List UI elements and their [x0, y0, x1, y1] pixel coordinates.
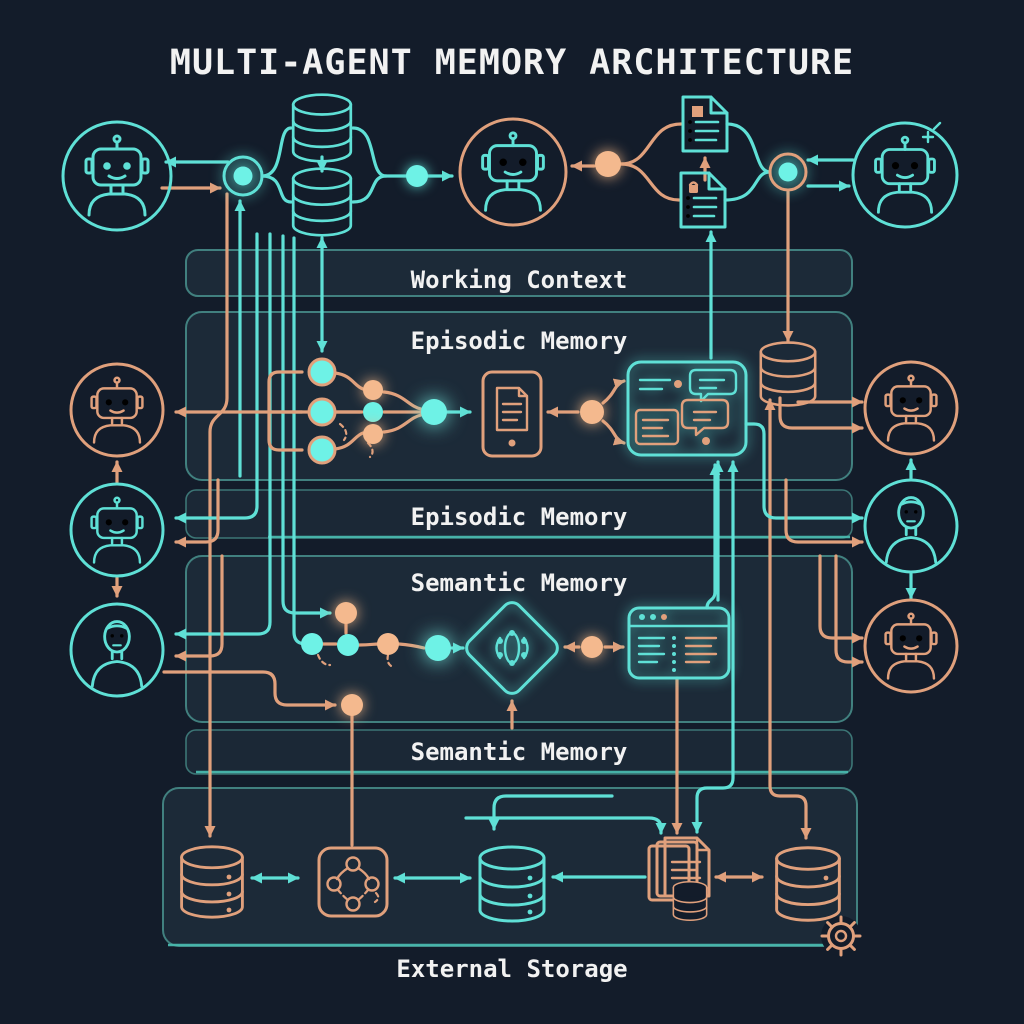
database-icon — [291, 93, 353, 163]
label-layer: MULTI-AGENT MEMORY ARCHITECTURE Working … — [170, 43, 854, 983]
external-storage-label: External Storage — [396, 955, 627, 983]
node-layer — [222, 151, 808, 716]
robot-avatar — [863, 360, 959, 456]
database-gear-icon — [775, 846, 862, 957]
robot-avatar — [863, 598, 959, 694]
memory-node-icon — [580, 400, 604, 424]
human-avatar — [863, 478, 959, 574]
sparkle-icon — [921, 121, 942, 144]
memory-node-icon — [581, 636, 603, 658]
document-icon — [679, 171, 727, 229]
memory-node-icon — [406, 165, 428, 187]
robot-icon — [874, 135, 936, 214]
database-icon — [180, 845, 244, 919]
database-icon — [672, 880, 708, 922]
robot-icon — [90, 376, 144, 444]
knowledge-diamond-icon — [465, 601, 559, 695]
gear-icon — [820, 915, 862, 957]
working-context-label: Working Context — [411, 266, 628, 294]
robot-avatar — [69, 362, 165, 458]
robot-icon — [90, 496, 144, 564]
semantic-memory-upper-label: Semantic Memory — [411, 569, 628, 597]
robot-icon — [481, 131, 545, 212]
robot-avatar — [458, 117, 568, 227]
robot-avatar — [61, 120, 173, 232]
diagram-title: MULTI-AGENT MEMORY ARCHITECTURE — [170, 43, 854, 83]
robot-icon — [884, 374, 938, 442]
memory-node-icon — [768, 152, 808, 192]
tablet-notes-icon — [481, 370, 543, 458]
memory-node-icon — [595, 151, 621, 177]
database-icon — [291, 167, 353, 237]
memory-node-icon — [222, 155, 264, 197]
human-avatar — [69, 602, 165, 698]
robot-icon — [84, 134, 150, 217]
robot-avatar — [851, 121, 959, 229]
icon-layer — [180, 93, 862, 957]
working-context-band — [185, 249, 853, 297]
episodic-memory-upper-label: Episodic Memory — [411, 327, 628, 355]
episodic-memory-lower-label: Episodic Memory — [411, 503, 628, 531]
branch-tree-icon — [307, 357, 447, 465]
list-window-icon — [627, 606, 731, 680]
robot-icon — [884, 612, 938, 680]
documents-stack-icon — [647, 836, 711, 922]
semantic-memory-lower-label: Semantic Memory — [411, 738, 628, 766]
document-icon — [681, 95, 729, 153]
semantic-graph-icon — [301, 602, 451, 716]
database-icon — [478, 845, 546, 923]
avatar-layer — [61, 117, 959, 698]
human-icon — [884, 496, 938, 564]
human-icon — [90, 620, 144, 688]
robot-avatar — [69, 482, 165, 578]
atom-network-icon — [495, 630, 529, 666]
graph-box-icon — [317, 846, 389, 918]
chat-panel-icon — [626, 360, 748, 457]
wire-layer — [111, 122, 917, 884]
